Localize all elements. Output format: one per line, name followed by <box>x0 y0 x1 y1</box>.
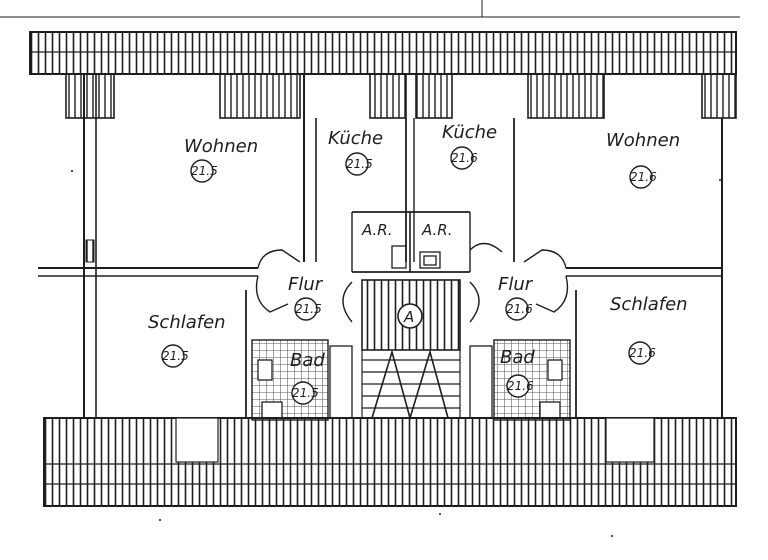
kitchen-appliances <box>391 245 441 269</box>
door-swings <box>255 242 569 323</box>
unit-badge <box>161 344 185 368</box>
unit-badge <box>294 297 318 321</box>
wohnen-left-label: Wohnen <box>184 136 258 157</box>
stair-circle <box>397 303 423 329</box>
schlafen-right-label: Schlafen <box>610 294 688 315</box>
window-block <box>415 73 453 119</box>
flur-right-unit: 21.6 <box>506 302 533 316</box>
kueche-right-label: Küche <box>442 122 497 143</box>
unit-badge <box>628 341 652 365</box>
scan-specks <box>71 170 721 537</box>
kueche-left-label: Küche <box>328 128 383 149</box>
kueche-left-unit: 21.5 <box>346 157 373 171</box>
schlafen-right-unit: 21.6 <box>629 346 656 360</box>
wohnen-left-unit: 21.5 <box>191 164 218 178</box>
bad-left-label: Bad <box>290 350 325 371</box>
flur-left-unit: 21.5 <box>295 302 322 316</box>
ar-right-label: A.R. <box>421 221 453 239</box>
unit-badge <box>291 381 315 405</box>
wohnen-right-label: Wohnen <box>606 130 680 151</box>
ar-left-label: A.R. <box>361 221 393 239</box>
wohnen-right-unit: 21.6 <box>630 170 657 184</box>
unit-badge <box>629 165 653 189</box>
room-labels: Wohnen 21.5 Küche 21.5 Küche 21.6 Wohnen… <box>148 122 688 405</box>
top-window-blocks <box>65 73 737 119</box>
unit-badge <box>506 374 530 398</box>
bad-right-label: Bad <box>500 347 535 368</box>
flur-left-label: Flur <box>288 274 324 295</box>
stair-label: A <box>403 308 414 326</box>
window-block <box>65 73 115 119</box>
walls <box>38 74 723 418</box>
flur-right-label: Flur <box>498 274 534 295</box>
unit-badge <box>450 146 474 170</box>
bad-left-unit: 21.5 <box>292 386 319 400</box>
window-block <box>219 73 301 119</box>
bottom-window-opening <box>175 417 219 463</box>
window-block <box>369 73 407 119</box>
schlafen-left-unit: 21.5 <box>162 349 189 363</box>
window-block <box>701 73 737 119</box>
kueche-right-unit: 21.6 <box>451 151 478 165</box>
unit-badge <box>345 152 369 176</box>
unit-badge <box>505 297 529 321</box>
schlafen-left-label: Schlafen <box>148 312 226 333</box>
window-block <box>527 73 605 119</box>
top-railing-band <box>29 31 737 75</box>
unit-badge <box>190 159 214 183</box>
bad-right-unit: 21.6 <box>507 379 534 393</box>
bottom-window-opening <box>605 417 655 463</box>
stairwell-hatch <box>361 279 461 351</box>
